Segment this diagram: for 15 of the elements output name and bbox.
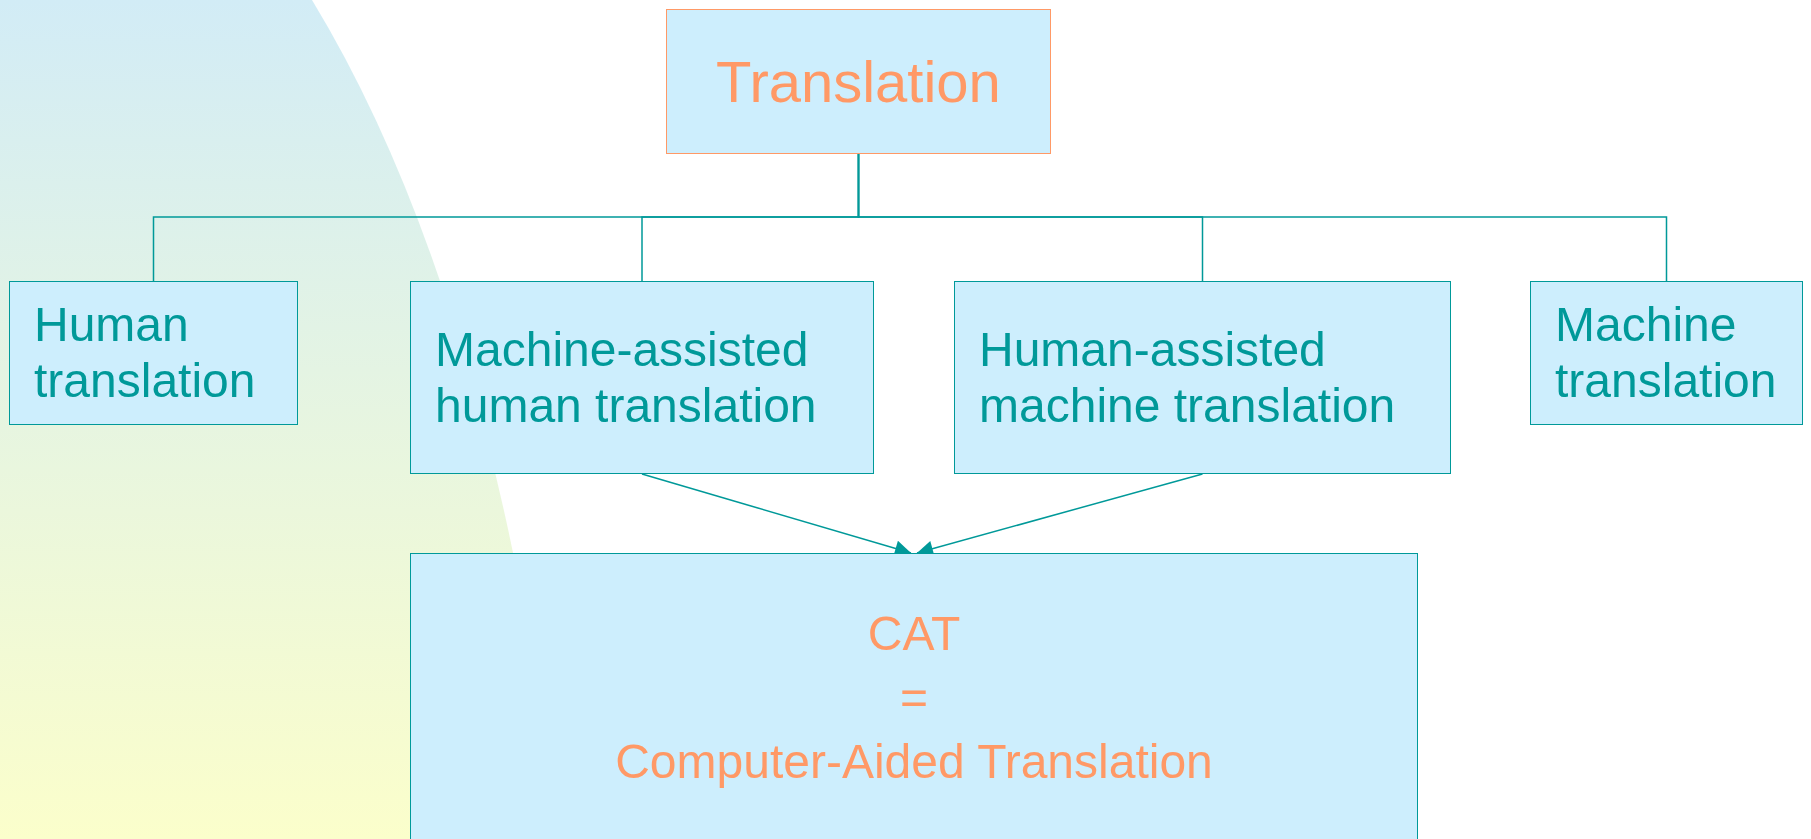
process-box	[9, 281, 298, 425]
process-box	[410, 281, 874, 474]
node-label: Human-assisted machine translation	[979, 321, 1397, 434]
node-label: Machine translation	[1555, 297, 1778, 409]
node-label: Machine-assisted human translation	[435, 321, 818, 434]
process-box	[954, 281, 1451, 474]
node-label: Human translation	[34, 297, 257, 409]
process-box	[410, 553, 1418, 839]
node-label: CAT	[867, 606, 961, 662]
process-box	[1530, 281, 1803, 425]
node-label: =	[900, 670, 928, 726]
node-label: Computer-Aided Translation	[615, 734, 1213, 790]
connector-line	[857, 153, 1668, 282]
node-label: Translation	[716, 48, 1001, 115]
process-box	[666, 9, 1051, 154]
